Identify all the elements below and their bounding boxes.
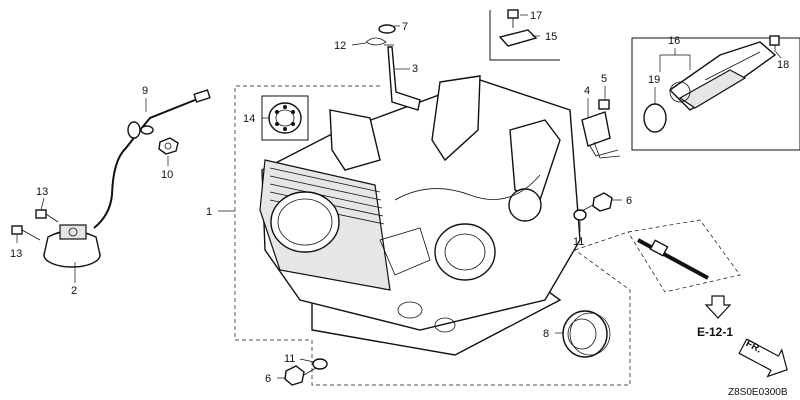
air-duct-16: [668, 41, 777, 111]
callout-6-lower: 6: [265, 373, 271, 385]
callout-6-right: 6: [626, 195, 632, 207]
sensor-bracket: [581, 111, 621, 159]
stud-group-box: [627, 219, 741, 293]
washer-11-right: [573, 209, 587, 221]
callout-7: 7: [402, 21, 408, 33]
bolt-17: [507, 9, 519, 28]
callout-2: 2: [71, 285, 77, 297]
bolt-6-lower: [284, 365, 317, 386]
callout-13-lower: 13: [10, 248, 22, 260]
clip-15: [498, 29, 538, 47]
sensor-cable: [93, 97, 201, 229]
reference-arrow: [704, 295, 732, 319]
bolt-6-right: [579, 192, 613, 213]
crankcase-group-boundary: [234, 85, 631, 386]
oil-level-sensor: [43, 224, 101, 268]
callout-18: 18: [777, 59, 789, 71]
callout-10: 10: [161, 169, 173, 181]
callout-11-lower: 11: [284, 353, 295, 365]
dipstick: [384, 44, 421, 111]
nut-10: [158, 137, 179, 155]
bolt-18: [769, 35, 780, 52]
oil-seal: [562, 310, 611, 358]
callout-3: 3: [412, 63, 418, 75]
washer-11-lower: [312, 358, 328, 370]
callout-11-right: 11: [573, 236, 584, 248]
callout-1: 1: [206, 206, 212, 218]
duct-box: [631, 37, 800, 151]
callout-19: 19: [648, 74, 660, 86]
front-direction-arrow: [738, 338, 788, 378]
crankcase: [259, 75, 581, 356]
cap: [378, 24, 396, 34]
callout-8: 8: [543, 328, 549, 340]
dipstick-clip: [365, 37, 387, 46]
bolt-5: [598, 99, 610, 110]
callout-4: 4: [584, 85, 590, 97]
reference-label: E-12-1: [697, 325, 733, 339]
grommet: [127, 121, 141, 139]
bearing: [268, 102, 302, 134]
leader-lines: [16, 14, 782, 379]
clip-box: [489, 10, 560, 61]
callout-16: 16: [668, 35, 680, 47]
callout-17: 17: [530, 10, 542, 22]
diagram-code: Z8S0E0300B: [728, 387, 788, 398]
stud-group-boundary: [574, 231, 629, 251]
cable-connector: [193, 89, 211, 103]
callout-12: 12: [334, 40, 346, 52]
callout-14: 14: [243, 113, 255, 125]
bolt-13-lower: [11, 225, 41, 241]
callout-13-upper: 13: [36, 186, 48, 198]
callout-15: 15: [545, 31, 557, 43]
bolt-13-upper: [35, 209, 59, 223]
o-ring-19: [643, 103, 667, 133]
washer-9: [140, 125, 154, 135]
callout-9: 9: [142, 85, 148, 97]
stud: [637, 238, 709, 280]
callout-5: 5: [601, 73, 607, 85]
